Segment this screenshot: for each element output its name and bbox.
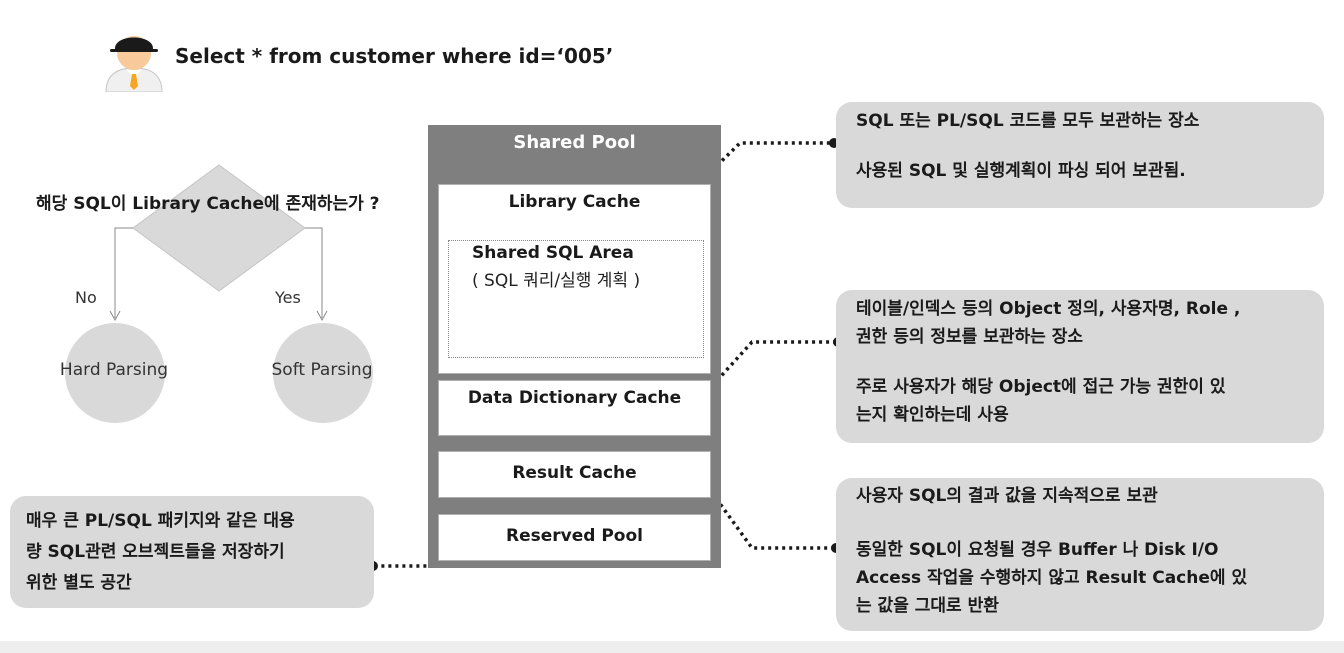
library-note-line-1: SQL 또는 PL/SQL 코드를 모두 보관하는 장소	[856, 111, 1200, 131]
soft-parsing-label: Soft Parsing	[271, 360, 373, 380]
hard-parsing-label: Hard Parsing	[59, 360, 169, 380]
dictionary-note-line-4: 는지 확인하는데 사용	[856, 405, 1009, 425]
shared-pool-title: Shared Pool	[513, 132, 636, 153]
reserved-note-line-1: 매우 큰 PL/SQL 패키지와 같은 대용	[26, 511, 295, 531]
reserved-pool-note: 매우 큰 PL/SQL 패키지와 같은 대용 량 SQL관련 오브젝트들을 저장…	[10, 496, 374, 608]
library-note-line-2: 사용된 SQL 및 실행계획이 파싱 되어 보관됨.	[856, 161, 1186, 181]
result-cache-title: Result Cache	[512, 463, 637, 483]
library-cache-title: Library Cache	[508, 192, 641, 212]
result-cache-note: 사용자 SQL의 결과 값을 지속적으로 보관 동일한 SQL이 요청될 경우 …	[836, 478, 1324, 631]
dictionary-note-connector	[701, 340, 834, 398]
yes-branch-line	[305, 227, 323, 318]
dictionary-note-line-1: 테이블/인덱스 등의 Object 정의, 사용자명, Role ,	[856, 299, 1241, 319]
dictionary-cache-note: 테이블/인덱스 등의 Object 정의, 사용자명, Role , 권한 등의…	[836, 290, 1324, 443]
yes-branch-arrow-icon	[316, 310, 328, 322]
result-note-line-1: 사용자 SQL의 결과 값을 지속적으로 보관	[856, 486, 1158, 506]
decision-diamond	[132, 164, 306, 292]
result-cache-box	[438, 451, 711, 498]
no-branch-line	[114, 227, 133, 318]
shared-sql-area-box	[448, 240, 704, 358]
soft-parsing-circle	[273, 323, 373, 423]
shared-sql-area-title: Shared SQL Area	[472, 243, 634, 263]
user-avatar-icon	[105, 36, 163, 92]
result-note-line-2: 동일한 SQL이 요청될 경우 Buffer 나 Disk I/O	[856, 540, 1219, 560]
library-cache-note: SQL 또는 PL/SQL 코드를 모두 보관하는 장소 사용된 SQL 및 실…	[836, 102, 1324, 208]
yes-branch-label: Yes	[275, 288, 301, 307]
data-dictionary-cache-title: Data Dictionary Cache	[467, 388, 682, 408]
reserved-pool-title: Reserved Pool	[506, 526, 643, 546]
dictionary-note-line-2: 권한 등의 정보를 보관하는 장소	[856, 327, 1083, 347]
reserved-note-line-3: 위한 별도 공간	[26, 573, 132, 593]
reserved-note-line-2: 량 SQL관련 오브젝트들을 저장하기	[26, 542, 285, 562]
sql-query-text: Select * from customer where id=‘005’	[175, 44, 614, 68]
result-note-line-3: Access 작업을 수행하지 않고 Result Cache에 있	[856, 568, 1248, 588]
reserved-pool-box	[438, 514, 711, 561]
data-dictionary-cache-box	[438, 380, 711, 436]
shared-sql-area-subtitle: ( SQL 쿼리/실행 계획 )	[472, 271, 641, 291]
hard-parsing-circle	[65, 323, 165, 423]
result-note-line-4: 는 값을 그대로 반환	[856, 596, 999, 616]
dictionary-note-line-3: 주로 사용자가 해당 Object에 접근 가능 권한이 있	[856, 377, 1226, 397]
decision-question: 해당 SQL이 Library Cache에 존재하는가 ?	[36, 194, 380, 214]
no-branch-label: No	[75, 288, 97, 307]
bottom-strip	[0, 641, 1344, 653]
no-branch-arrow-icon	[109, 310, 121, 322]
